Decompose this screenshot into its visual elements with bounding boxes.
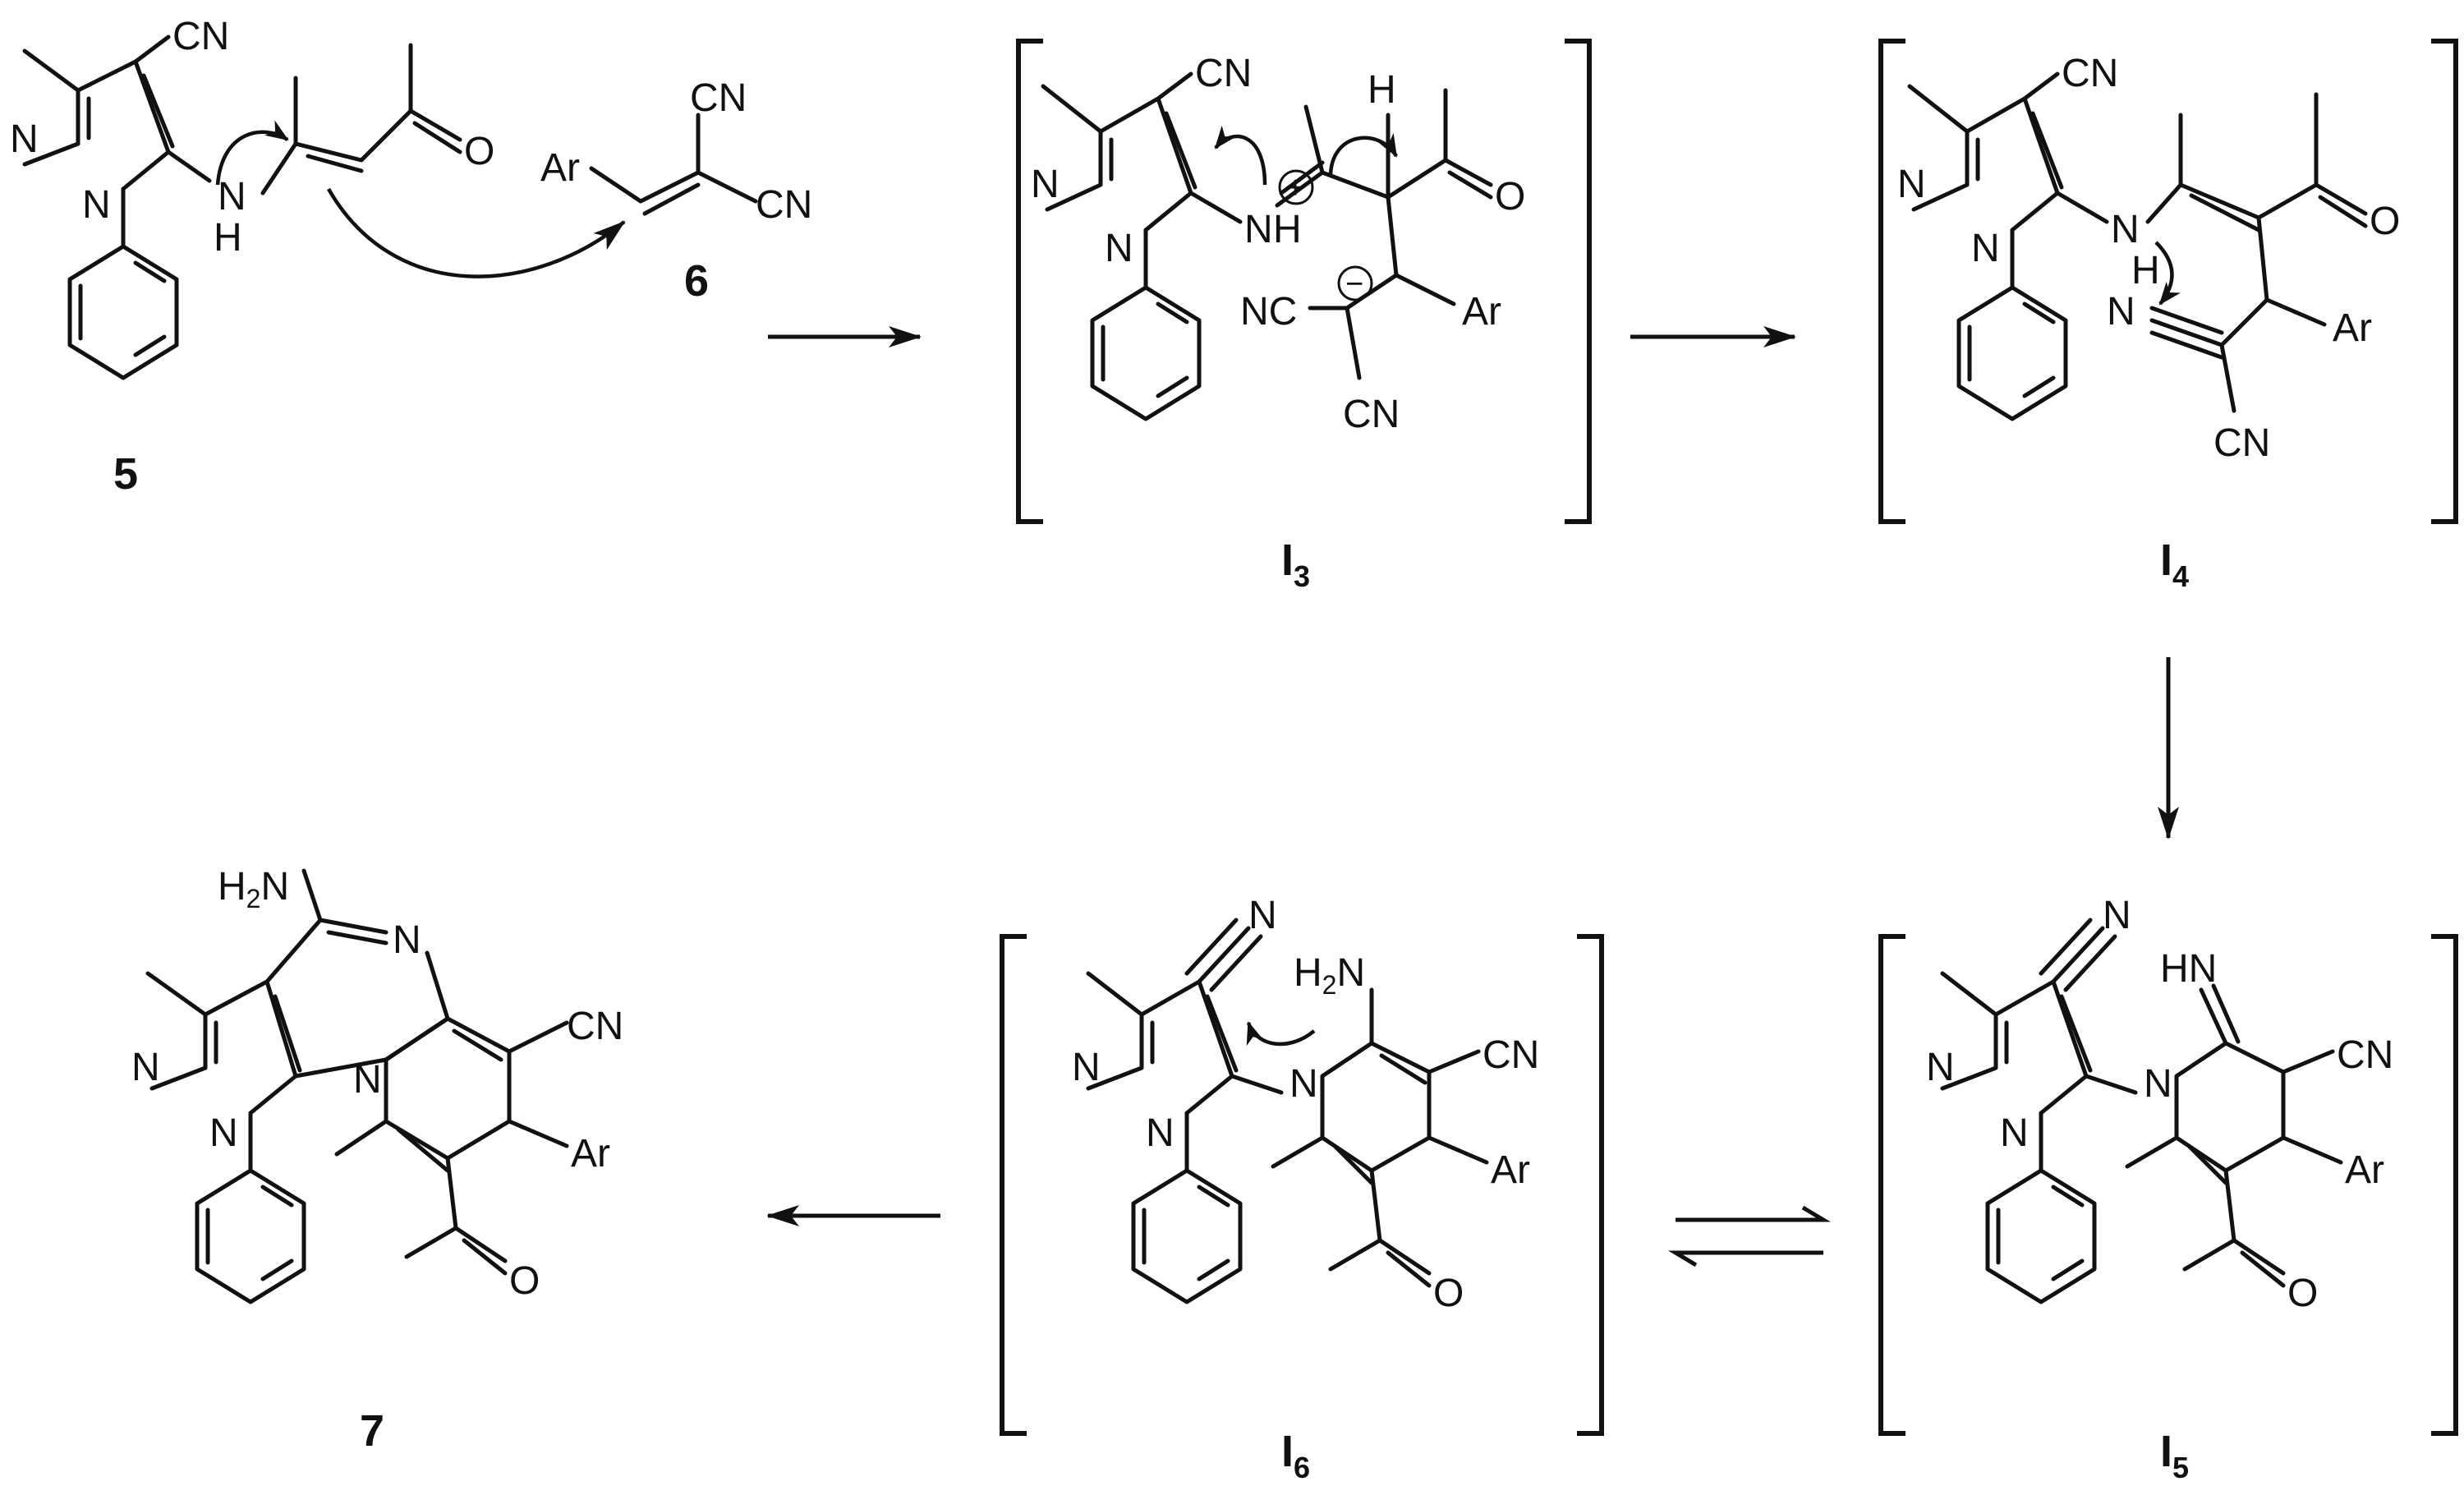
nh-h-label: H — [2131, 249, 2160, 292]
ar-label: Ar — [1491, 1148, 1530, 1192]
n-label: N — [1289, 1062, 1318, 1106]
n-label: N — [131, 1046, 160, 1089]
n-label: N — [2107, 290, 2135, 334]
ar-label: Ar — [1462, 290, 1501, 334]
intermediate-i5-label: I5 — [2160, 1427, 2189, 1484]
n-label: N — [2103, 894, 2131, 937]
n-label: N — [1072, 1046, 1101, 1089]
cn-label: CN — [1195, 52, 1252, 95]
compound-7: H2N N N N N CN Ar O 7 — [131, 865, 623, 1456]
cn-label: CN — [1343, 393, 1400, 436]
ar-label: Ar — [2333, 306, 2372, 350]
o-label: O — [1433, 1272, 1464, 1315]
n-label: N — [1248, 894, 1277, 937]
n-label: N — [1897, 163, 1926, 206]
h2n-label: H2N — [1294, 951, 1365, 1000]
n-label: N — [2144, 1062, 2172, 1106]
n-label: N — [10, 117, 39, 161]
nh-n-label: N — [2111, 208, 2140, 251]
intermediate-i3-label: I3 — [1281, 536, 1310, 593]
nh-h-label: H — [1273, 208, 1302, 251]
nh-n-label: N — [1244, 208, 1273, 251]
n-label: N — [82, 183, 111, 227]
o-label: O — [2370, 200, 2400, 243]
o-label: O — [2287, 1272, 2318, 1315]
n-label: N — [1031, 163, 1060, 206]
o-label: O — [464, 130, 494, 173]
charge-plus: + — [1286, 171, 1304, 205]
cn-label: CN — [756, 183, 812, 227]
nc-label: NC — [1240, 290, 1297, 334]
n-label: N — [353, 1058, 382, 1102]
n-label: N — [1105, 227, 1133, 270]
compound-6-label: 6 — [684, 256, 709, 306]
equilibrium-arrows — [1667, 1205, 1832, 1267]
intermediate-i3: + − CN N N N H H O NC Ar CN I3 — [1016, 39, 1592, 593]
n-label: N — [1926, 1046, 1955, 1089]
intermediate-i5: N N N N HN CN Ar O I5 — [1878, 894, 2458, 1484]
compound-5-label: 5 — [113, 449, 138, 499]
intermediate-i6-label: I6 — [1281, 1427, 1310, 1484]
intermediate-i6: N N N N H2N CN Ar O I6 — [1000, 894, 1604, 1484]
cn-label: CN — [2337, 1033, 2393, 1077]
intermediate-i4: CN N N N H O N Ar CN I4 — [1878, 39, 2458, 593]
compound-5: CN N N N H O 5 — [10, 15, 626, 499]
n-label: N — [2000, 1111, 2029, 1155]
ar-label: Ar — [540, 146, 580, 190]
n-label: N — [1146, 1111, 1175, 1155]
cn-label: CN — [2213, 421, 2270, 465]
cn-label: CN — [172, 15, 229, 58]
compound-6: Ar CN CN 6 — [540, 76, 812, 306]
ar-label: Ar — [571, 1132, 610, 1175]
cn-label: CN — [1483, 1033, 1539, 1077]
cn-label: CN — [2062, 52, 2118, 95]
cn-label: CN — [567, 1005, 623, 1048]
n-label: N — [393, 918, 421, 962]
nh-n-label: N — [218, 175, 246, 219]
h2n-label: H2N — [218, 865, 289, 913]
n-label: N — [209, 1111, 238, 1155]
h-label: H — [1368, 68, 1396, 112]
intermediate-i4-label: I4 — [2160, 536, 2189, 593]
nh-h-label: H — [214, 216, 242, 260]
o-label: O — [509, 1259, 540, 1303]
n-label: N — [1971, 227, 2000, 270]
cn-label: CN — [690, 76, 747, 120]
compound-7-label: 7 — [360, 1406, 384, 1456]
hn-label: HN — [2160, 947, 2217, 991]
ar-label: Ar — [2345, 1148, 2384, 1192]
charge-minus: − — [1345, 267, 1363, 301]
o-label: O — [1495, 175, 1525, 219]
